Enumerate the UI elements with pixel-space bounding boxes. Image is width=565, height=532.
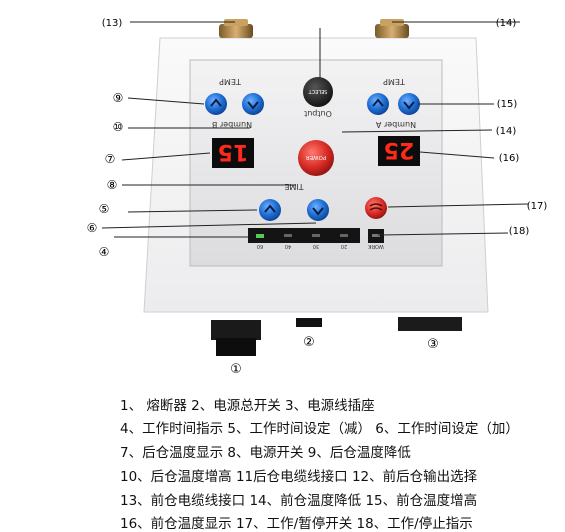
callout-2: ② [303,335,315,350]
rear-temp-display [212,138,254,168]
callout-10: ⑩ [113,120,124,134]
select-label: SELECT [308,88,328,94]
callout-4: ④ [99,245,110,259]
output-label: Output [304,109,332,118]
fuse-holder[interactable] [211,320,261,356]
callout-6: ⑥ [87,221,98,235]
callout-3: ③ [427,337,439,352]
power-button[interactable] [298,140,334,176]
temp-a-label: TEMP [383,77,406,86]
callout-17: (17) [527,201,548,212]
power-socket[interactable] [398,317,462,331]
number-b-label: Number B [212,120,252,129]
arrow-down-icon [247,101,259,110]
front-temp-up-button[interactable] [398,93,420,115]
arrow-down-icon [312,207,324,216]
callout-13: (13) [102,18,123,29]
rear-temp-value: 15 [218,139,249,164]
time-increase-button[interactable] [307,199,329,221]
temp-b-label: TEMP [219,77,242,86]
pause-icon [369,203,383,211]
time-led [284,234,292,237]
time-mark: 30 [313,243,319,249]
power-label: POWER [306,154,327,160]
time-mark: 40 [285,243,291,249]
rear-temp-down-button[interactable] [242,93,264,115]
number-a-label: Number A [375,120,416,129]
callout-18: (18) [509,226,530,237]
callout-lines [101,21,529,238]
front-cable-connector[interactable] [219,19,253,38]
work-label: WORK [367,243,383,249]
select-output-button[interactable] [303,77,333,107]
time-mark: 60 [257,243,263,249]
callout-5: ⑤ [99,202,110,216]
callout-15: (15) [497,99,518,110]
time-mark: 20 [341,243,347,249]
time-led [340,234,348,237]
arrow-up-icon [372,98,384,107]
rear-temp-up-button[interactable] [205,93,227,115]
callout-8: ⑧ [107,178,118,192]
arrow-up-icon [210,98,222,107]
work-time-indicator [248,228,360,243]
main-power-switch[interactable] [296,318,322,327]
callout-7: ⑦ [105,152,116,166]
arrow-up-icon [264,204,276,213]
callout-9: ⑨ [113,91,124,105]
front-temp-value: 25 [384,137,415,162]
callout-1: ① [230,362,242,377]
time-leds [256,234,348,238]
callout-14: (14) [496,126,517,137]
work-led [372,234,380,237]
callout-16: (16) [499,153,520,164]
time-led [312,234,320,237]
rear-cable-connector[interactable] [375,19,409,38]
time-decrease-button[interactable] [259,199,281,221]
time-led [256,234,264,238]
time-label: TIME [284,182,304,191]
arrow-down-icon [403,101,415,110]
front-temp-down-button[interactable] [367,93,389,115]
front-temp-display [378,136,420,166]
callout-14-top: (14) [496,18,517,29]
